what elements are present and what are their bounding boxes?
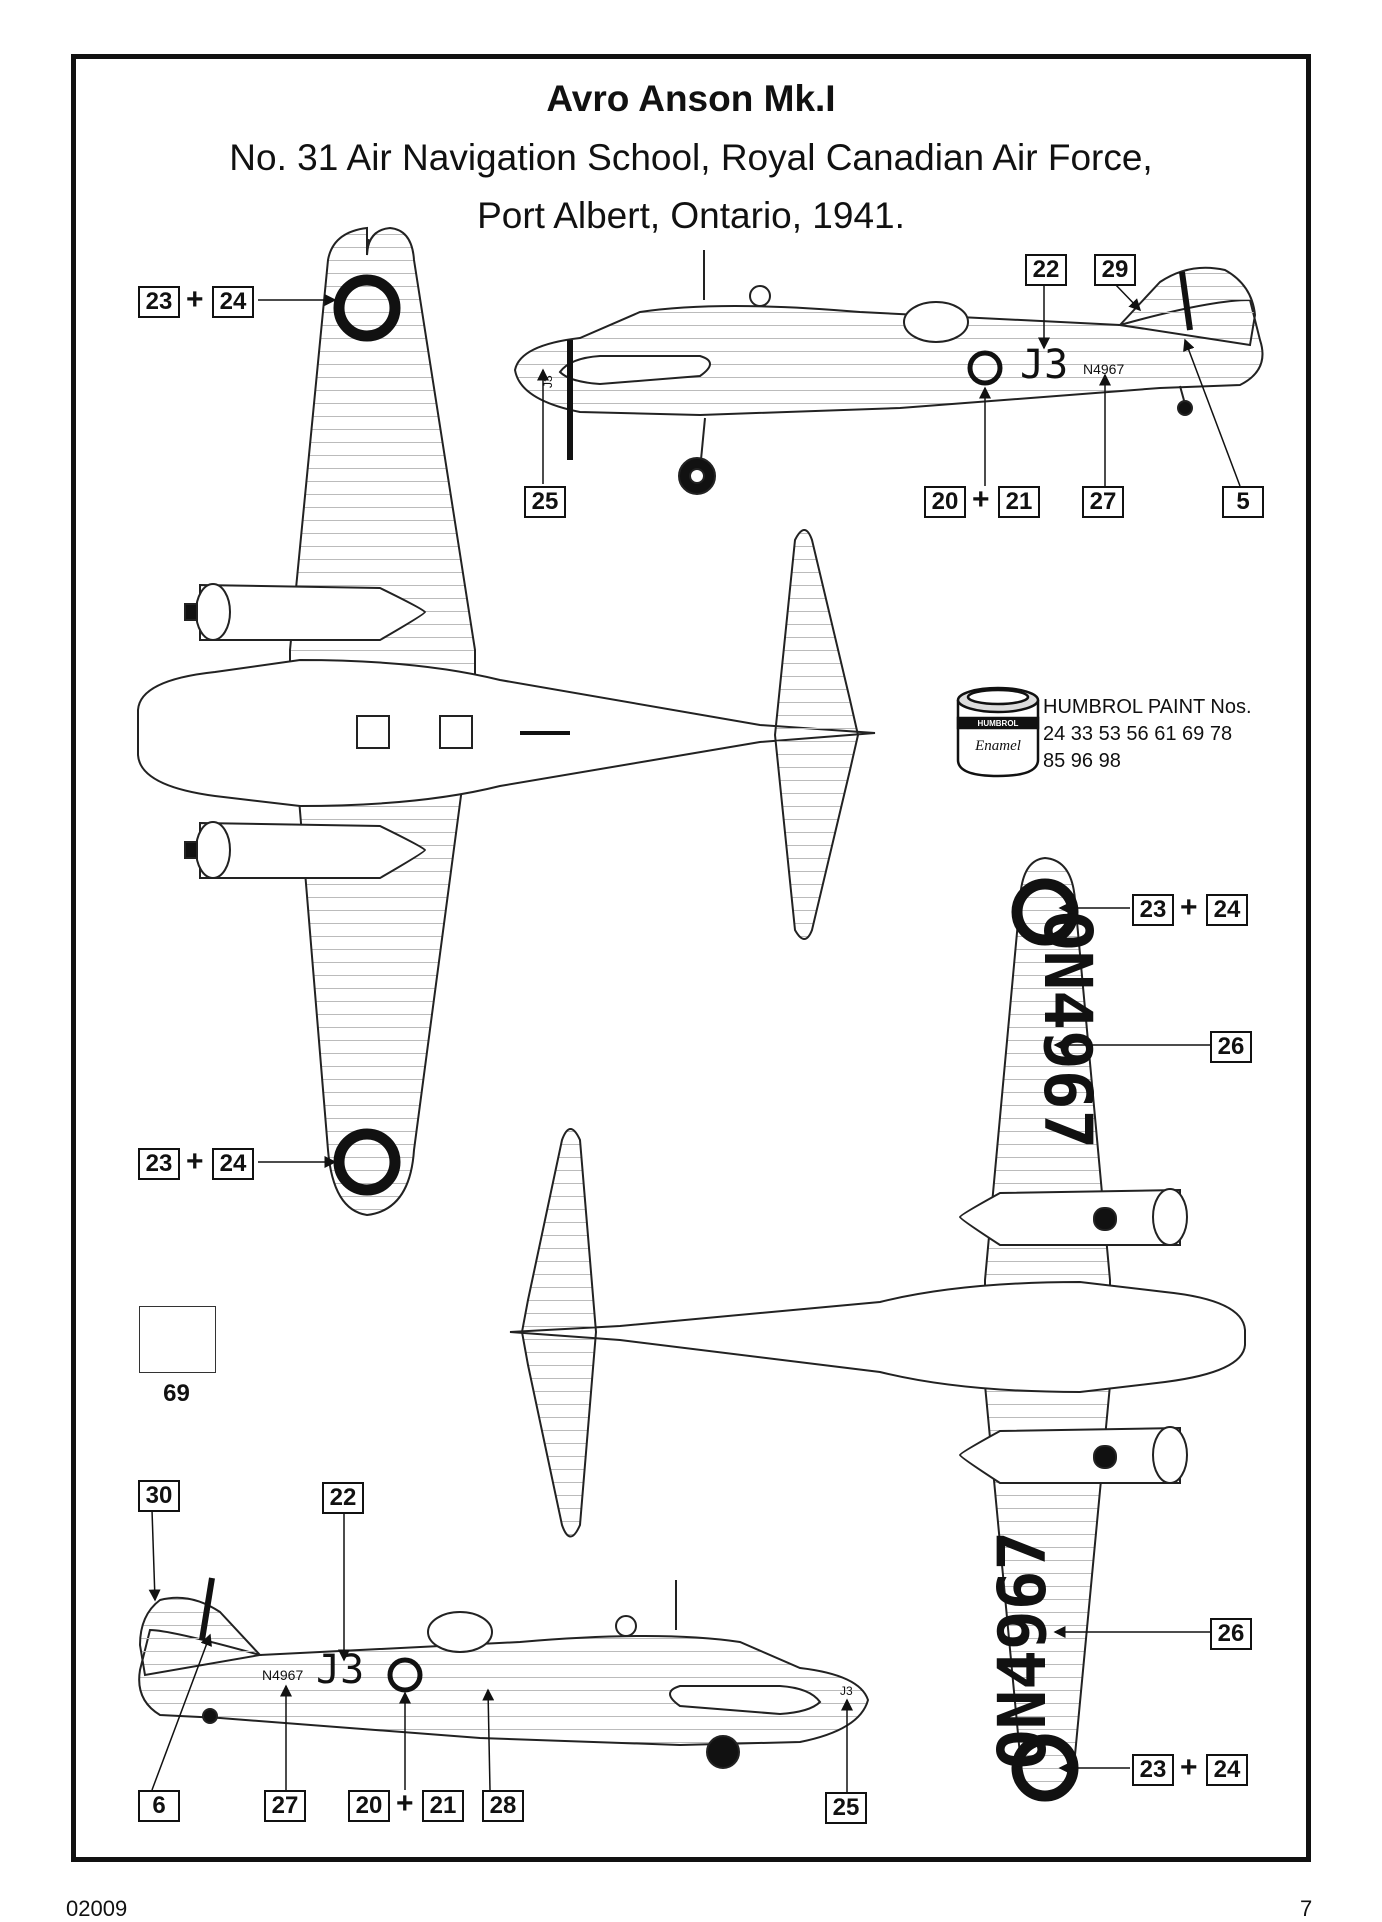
page-number: 7 [1300, 1896, 1313, 1921]
location-subtitle: Port Albert, Ontario, 1941. [477, 195, 905, 236]
callout-plus: + [1180, 1751, 1198, 1784]
callout-plus: + [396, 1787, 414, 1820]
callout-25: 25 [524, 486, 566, 518]
serial-starboard: N4967 [1083, 361, 1124, 377]
tin-label-top: HUMBROL [978, 719, 1019, 728]
paint-label: HUMBROL PAINT Nos. [1043, 696, 1252, 718]
callout-23: 23 [1132, 1754, 1174, 1786]
page-title: Avro Anson Mk.I [546, 78, 836, 119]
tin-label-bottom: Enamel [974, 738, 1021, 754]
paint-numbers-line2: 85 96 98 [1043, 750, 1121, 772]
nose-code-starboard: J3 [541, 375, 555, 388]
serial-wing-starboard: ON4967 [1029, 911, 1106, 1149]
callout-29: 29 [1094, 254, 1136, 286]
humbrol-paint-tin-icon [956, 686, 1040, 778]
colour-swatch-label: 69 [163, 1380, 190, 1407]
callout-26: 26 [1210, 1618, 1252, 1650]
callout-27: 27 [1082, 486, 1124, 518]
code-letters-port: J3 [316, 1647, 364, 1693]
colour-swatch [139, 1306, 216, 1373]
callout-plus: + [1180, 891, 1198, 924]
callout-24: 24 [212, 1148, 254, 1180]
nose-code-port: J3 [840, 1684, 853, 1698]
callout-21: 21 [998, 486, 1040, 518]
callout-21: 21 [422, 1790, 464, 1822]
code-letters-starboard: J3 [1020, 342, 1068, 388]
callout-22: 22 [322, 1482, 364, 1514]
side-view-starboard [513, 250, 1264, 495]
underside-view-plan [509, 856, 1246, 1802]
page-frame [71, 54, 1311, 1862]
unit-subtitle: No. 31 Air Navigation School, Royal Cana… [229, 137, 1153, 178]
callout-5: 5 [1222, 486, 1264, 518]
callout-20: 20 [348, 1790, 390, 1822]
catalogue-code: 02009 [66, 1896, 128, 1921]
callout-20: 20 [924, 486, 966, 518]
paint-numbers-line1: 24 33 53 56 61 69 78 [1043, 723, 1233, 745]
callout-23: 23 [1132, 894, 1174, 926]
callout-23: 23 [138, 286, 180, 318]
serial-port: N4967 [262, 1667, 303, 1683]
callout-24: 24 [212, 286, 254, 318]
callout-22: 22 [1025, 254, 1067, 286]
callout-plus: + [186, 283, 204, 316]
callout-24: 24 [1206, 894, 1248, 926]
callout-30: 30 [138, 1480, 180, 1512]
callout-6: 6 [138, 1790, 180, 1822]
callout-24: 24 [1206, 1754, 1248, 1786]
callout-leaders [148, 281, 1241, 1792]
top-view-plan [137, 226, 876, 1217]
callout-27: 27 [264, 1790, 306, 1822]
serial-wing-port: ON4967 [984, 1531, 1061, 1769]
callout-plus: + [186, 1145, 204, 1178]
callout-23: 23 [138, 1148, 180, 1180]
callout-25: 25 [825, 1792, 867, 1824]
paint-list: HUMBROL PAINT Nos. 24 33 53 56 61 69 78 … [1043, 694, 1252, 775]
callout-28: 28 [482, 1790, 524, 1822]
callout-plus: + [972, 483, 990, 516]
side-view-port [138, 1577, 870, 1769]
callout-26: 26 [1210, 1031, 1252, 1063]
